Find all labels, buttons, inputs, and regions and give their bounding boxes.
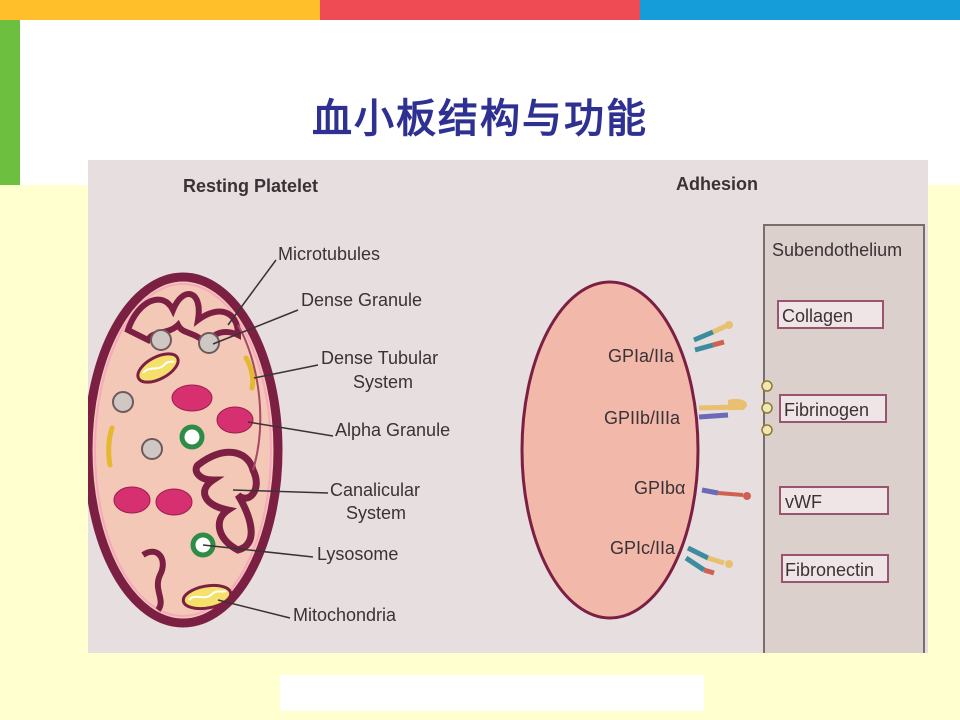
receptor-gpia-iia: GPIa/IIa [608,346,675,366]
caption-placeholder-box [280,675,704,711]
mitochondrion [181,583,233,611]
top-bar-red [320,0,640,20]
label-mitochondria: Mitochondria [293,605,397,625]
ligand-fibronectin: Fibronectin [785,560,874,580]
platelet-diagram-svg: Resting Platelet Microtu [88,174,925,653]
label-dense-tubular-line1: Dense Tubular [321,348,438,368]
resting-platelet-heading: Resting Platelet [183,176,318,196]
ligand-collagen-box [777,300,884,329]
alpha-granule [113,486,151,514]
adhering-platelet-cell [520,280,700,620]
canalicular-fold-bottom [141,548,166,612]
label-microtubules: Microtubules [278,244,380,264]
receptor-gpic-iia-glyph [684,545,733,576]
label-dense-tubular-line2: System [353,372,413,392]
mitochondrion [136,352,180,384]
receptor-gpib-alpha-glyph [701,487,751,500]
dense-tubular-system [106,425,115,468]
dense-granule [198,332,220,354]
dense-granule [150,329,172,351]
leader-lines [202,259,334,619]
ligand-vwf-box [779,486,889,515]
receptor-gpiib-iiia: GPIIb/IIIa [604,408,681,428]
membrane-contact-dots [761,380,773,436]
label-dense-granule: Dense Granule [301,290,422,310]
platelet-diagram-figure: Resting Platelet Microtu [88,160,928,653]
adhesion-heading: Adhesion [676,174,758,194]
top-bar-blue [640,0,960,20]
label-alpha-granule: Alpha Granule [335,420,450,440]
receptor-gpib-alpha: GPIbα [634,478,685,498]
alpha-granule [155,488,193,516]
slide-title: 血小板结构与功能 [312,96,648,142]
receptor-gpic-iia: GPIc/IIa [610,538,676,558]
label-lysosome: Lysosome [317,544,398,564]
dense-tubular-system [243,355,256,391]
receptor-gpia-iia-glyph [693,321,733,353]
ligand-collagen: Collagen [782,306,853,326]
label-canalicular-line2: System [346,503,406,523]
microtubules-shape [237,324,262,471]
ligand-fibrinogen-box [779,394,887,423]
left-accent-bar [0,20,20,185]
receptor-gpiib-iiia-glyph [698,398,748,420]
label-canalicular-line1: Canalicular [330,480,420,500]
subendothelium-panel [763,224,925,653]
dense-granule [112,391,134,413]
alpha-granule [171,384,213,412]
lysosome [179,424,205,450]
top-bar-yellow [0,0,320,20]
subendothelium-label: Subendothelium [772,240,902,260]
resting-platelet-cell [88,272,283,628]
alpha-granule [216,406,254,434]
ligand-fibrinogen: Fibrinogen [784,400,869,420]
ligand-fibronectin-box [781,554,889,583]
header-area [20,20,960,185]
ligand-vwf: vWF [785,492,822,512]
dense-granule [141,438,163,460]
